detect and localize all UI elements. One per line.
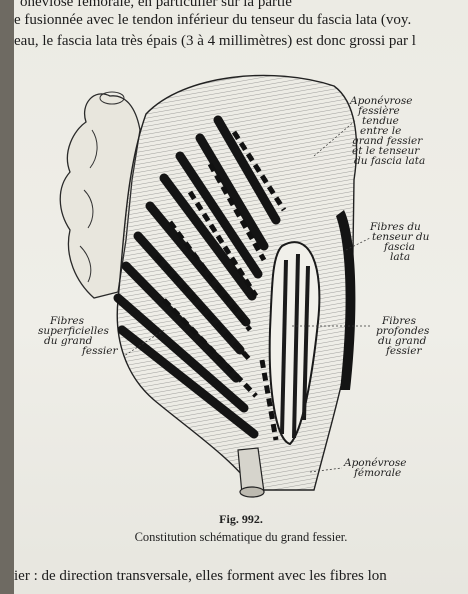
label-fibres-tenseur: Fibres du tenseur du fascia lata <box>370 222 429 262</box>
text-line-bottom: ier : de direction transversale, elles f… <box>14 568 387 585</box>
figure-caption: Constitution schématique du grand fessie… <box>14 530 468 545</box>
text-line-2: eau, le fascia lata très épais (3 à 4 mi… <box>14 33 416 50</box>
book-page: oneviose femorale, en particulier sur la… <box>14 0 468 594</box>
anatomical-figure: Aponévrose fessière tendue entre le gran… <box>14 60 468 500</box>
label-aponevrose-fessiere: Aponévrose fessière tendue entre le gran… <box>350 96 425 166</box>
text-line-top-partial: oneviose femorale, en particulier sur la… <box>20 0 292 11</box>
label-aponevrose-femorale: Aponévrose fémorale <box>344 458 406 478</box>
label-fibres-profondes: Fibres profondes du grand fessier <box>372 316 429 356</box>
text-line-1: e fusionnée avec le tendon inférieur du … <box>14 12 411 29</box>
label-fibres-superficielles: Fibres superficielles du grand fessier <box>38 316 117 356</box>
figure-number: Fig. 992. <box>14 512 468 527</box>
